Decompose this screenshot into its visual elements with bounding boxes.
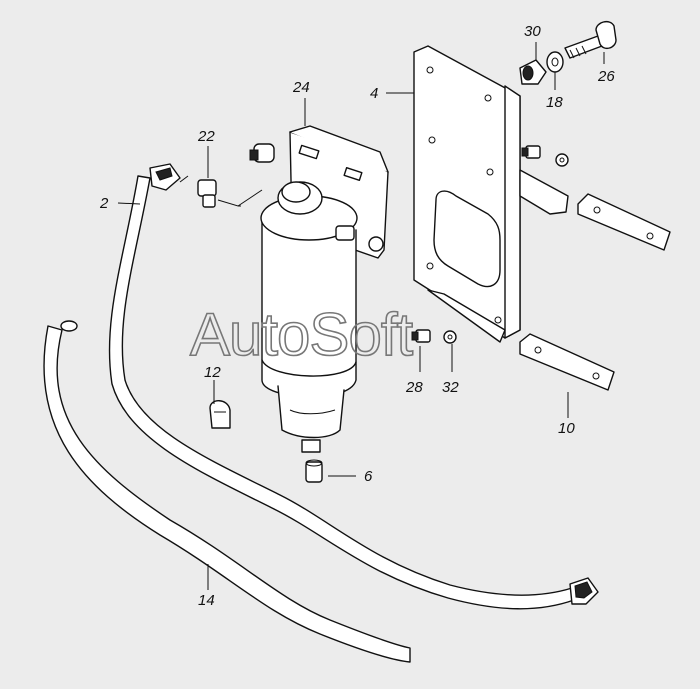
clip-12 [209,400,231,429]
callout-24: 24 [292,79,310,96]
sleeve-6 [305,459,323,483]
callout-26: 26 [597,68,615,85]
washer-32 [443,330,457,344]
callout-32: 32 [442,379,459,396]
screw-28 [411,329,431,343]
nut-30 [519,59,547,85]
plate-10-upper [577,193,671,251]
callout-4: 4 [370,85,378,102]
fitting-22 [179,175,263,208]
callout-12: 12 [204,364,221,381]
callout-2: 2 [99,195,109,212]
callout-28: 28 [405,379,423,396]
nut-small-upper [521,145,569,167]
hose-2 [108,163,599,610]
plate-10-lower [519,333,615,391]
callout-14: 14 [198,592,215,609]
watermark-text: AutoSoft [190,301,413,368]
callout-6: 6 [364,468,373,485]
fitting-nipple [249,143,275,163]
bracket-4 [413,45,569,343]
callout-30: 30 [524,23,541,40]
callout-18: 18 [546,94,563,111]
bolt-26 [564,20,617,59]
hose-14 [43,320,411,663]
washer-18 [546,51,564,73]
callout-10: 10 [558,420,575,437]
fuel-filter-24 [260,125,389,453]
leader-lines [117,42,605,590]
callout-22: 22 [197,128,215,145]
